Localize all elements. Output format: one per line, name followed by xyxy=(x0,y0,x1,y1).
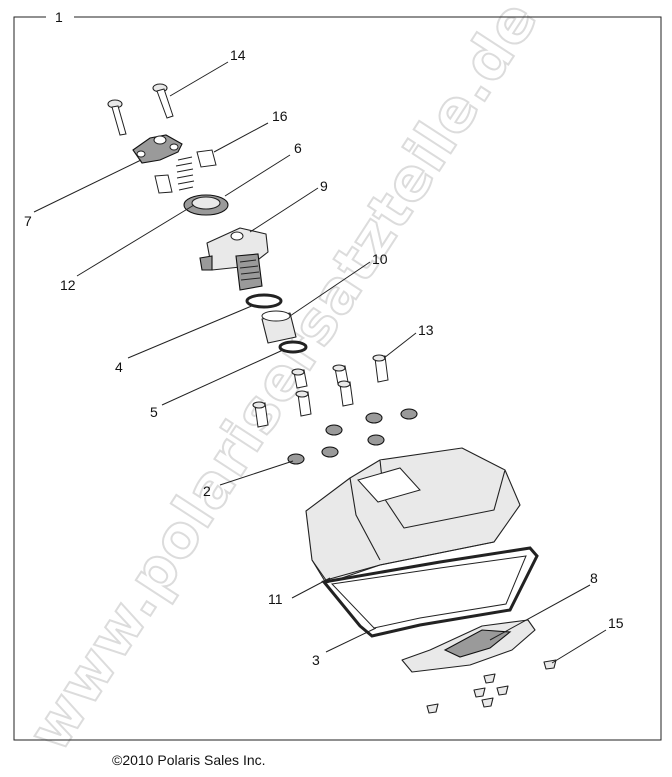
bushing-left xyxy=(154,174,173,194)
bracket-7 xyxy=(132,134,183,164)
copyright-notice: ©2010 Polaris Sales Inc. xyxy=(112,752,266,768)
callout-2: 2 xyxy=(203,483,211,499)
leader-lines xyxy=(33,61,607,664)
seal-6 xyxy=(183,194,229,216)
callout-4: 4 xyxy=(115,359,123,375)
bushing-16 xyxy=(196,149,217,168)
callout-6: 6 xyxy=(294,140,302,156)
grommets-2 xyxy=(287,408,418,465)
oring-upper xyxy=(245,293,283,309)
callout-9: 9 xyxy=(320,178,328,194)
callout-13: 13 xyxy=(418,322,434,338)
sleeve-4 xyxy=(261,310,297,344)
valve-cover-11 xyxy=(305,447,521,584)
spring xyxy=(175,156,195,191)
callout-14: 14 xyxy=(230,47,246,63)
callout-3: 3 xyxy=(312,652,320,668)
assembly-border xyxy=(13,16,662,741)
callout-7: 7 xyxy=(24,213,32,229)
bolts-13 xyxy=(252,354,389,428)
plate-8 xyxy=(401,619,536,673)
callout-16: 16 xyxy=(272,108,288,124)
screws-15 xyxy=(426,659,557,714)
callout-15: 15 xyxy=(608,615,624,631)
callout-5: 5 xyxy=(150,404,158,420)
callout-8: 8 xyxy=(590,570,598,586)
gasket-3 xyxy=(321,546,539,638)
callout-11: 11 xyxy=(268,591,283,607)
bolt-14-right xyxy=(152,83,174,119)
callouts: 1 2 3 4 5 6 7 8 9 10 11 12 13 14 15 16 xyxy=(24,9,624,668)
housing-9 xyxy=(199,227,269,291)
callout-10: 10 xyxy=(372,251,388,267)
oring-5 xyxy=(278,340,308,354)
callout-1: 1 xyxy=(55,9,63,25)
bolt-14-left xyxy=(107,99,127,136)
callout-12: 12 xyxy=(60,277,76,293)
